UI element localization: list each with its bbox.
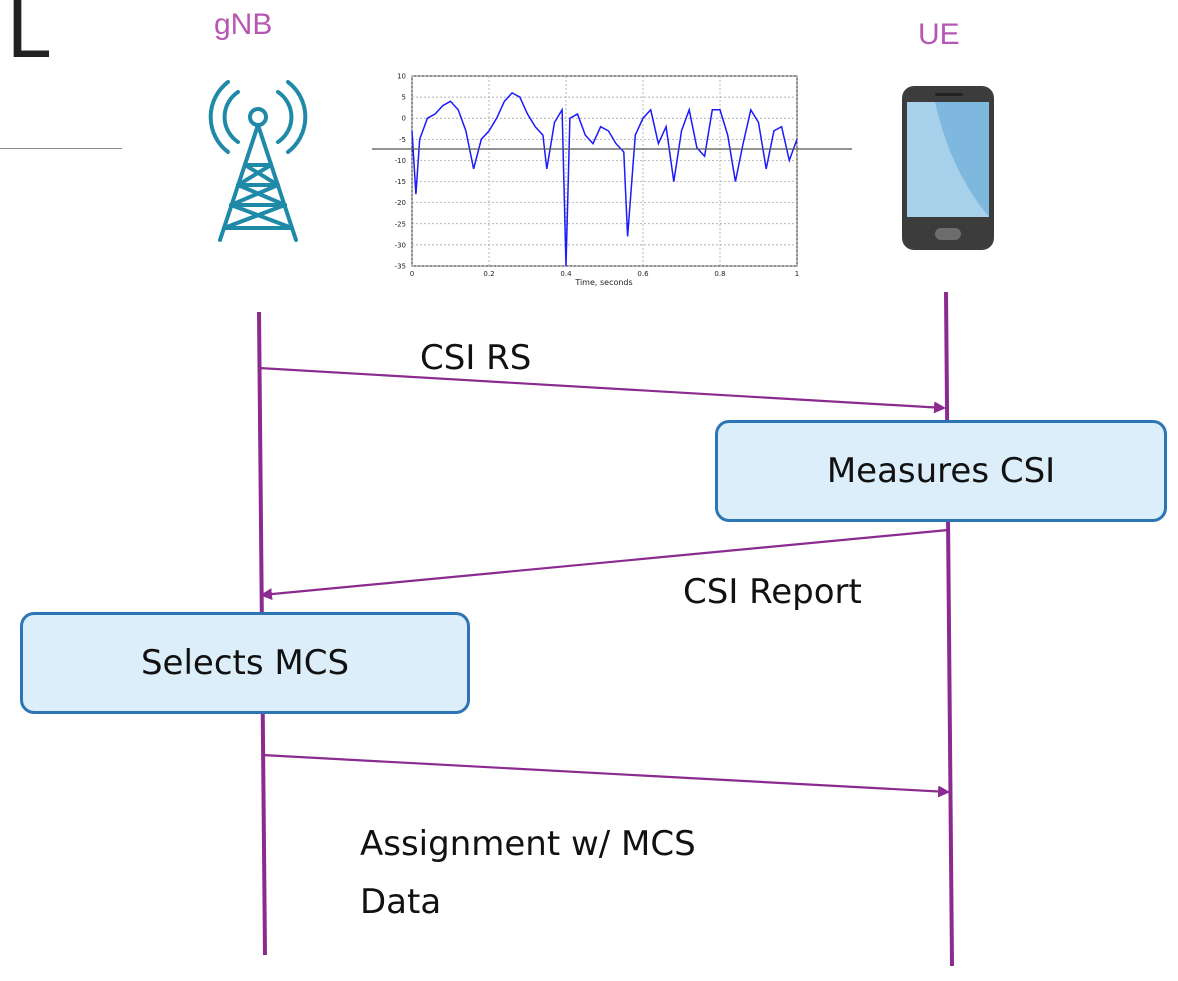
assignment-arrow (261, 753, 950, 798)
chart-x-tick-label: 0.6 (637, 270, 649, 278)
chart-x-tick-label: 0.2 (483, 270, 494, 278)
measures-csi-label: Measures CSI (826, 451, 1056, 491)
ue-lifeline (944, 291, 954, 967)
selects-mcs-box: Selects MCS (20, 612, 470, 714)
chart-y-tick-label: -15 (395, 178, 406, 186)
chart-y-tick-label: -35 (395, 263, 406, 271)
chart-y-tick-label: -25 (395, 220, 406, 228)
chart-y-tick-label: -5 (399, 136, 406, 144)
chart-y-tick-label: 5 (402, 94, 406, 102)
chart-x-tick-label: 0.8 (714, 270, 725, 278)
cell-tower-icon (208, 80, 308, 242)
chart-series-line (411, 91, 798, 267)
csi-report-arrow (260, 528, 949, 601)
chart-y-tick-label: -30 (395, 241, 406, 249)
csi-report-label: CSI Report (683, 572, 862, 612)
csi-rs-arrow (258, 366, 946, 414)
selects-mcs-label: Selects MCS (140, 643, 350, 683)
chart-x-tick-label: 0.4 (560, 270, 572, 278)
smartphone-icon (902, 86, 994, 250)
gnb-label: gNB (214, 8, 273, 41)
signal-chart: 0 0.2 0.4 0.6 0.8 1 10 5 0 -5 -10 -15 -20 -25 -30 -35 T… (395, 73, 800, 288)
measures-csi-box: Measures CSI (715, 420, 1167, 522)
csi-rs-label: CSI RS (420, 338, 532, 378)
chart-y-tick-label: -10 (395, 157, 406, 165)
chart-x-tick-label: 1 (795, 270, 799, 278)
chart-x-axis-label: Time, seconds (574, 278, 632, 287)
chart-plot-area (411, 75, 798, 267)
assignment-label-line1: Assignment w/ MCS (360, 824, 696, 864)
chart-y-tick-label: 10 (397, 73, 406, 81)
ue-label: UE (918, 18, 960, 51)
chart-y-tick-label: -20 (395, 199, 406, 207)
title-underline (0, 148, 122, 149)
chart-y-tick-label: 0 (402, 115, 406, 123)
assignment-label-line2: Data (360, 882, 442, 922)
partial-title: L (6, 0, 50, 76)
chart-x-tick-label: 0 (410, 270, 414, 278)
